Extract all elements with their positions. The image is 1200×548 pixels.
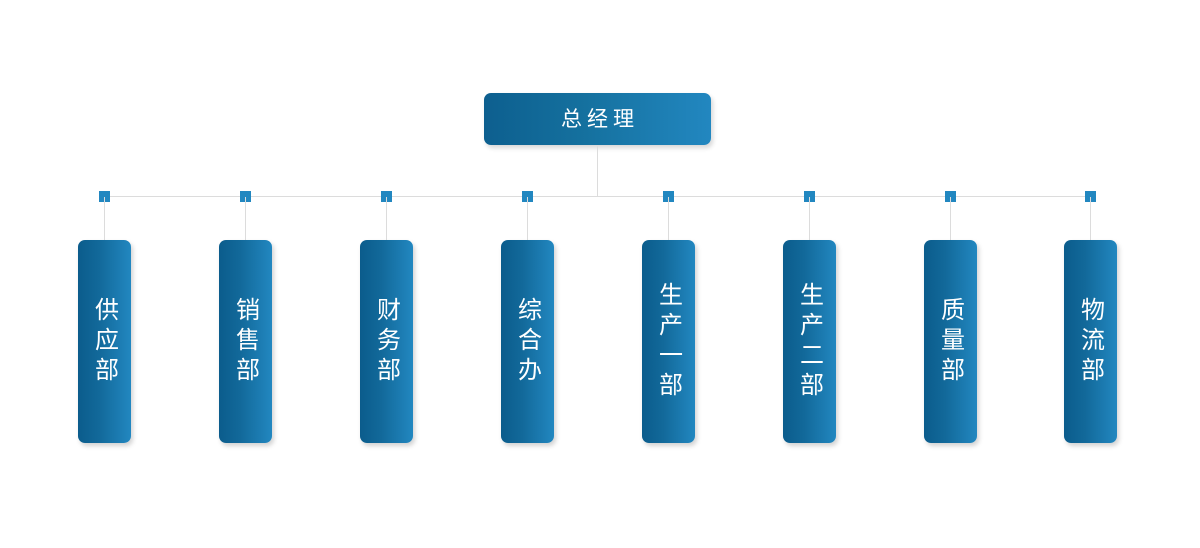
- node-department-4[interactable]: 综合办: [501, 240, 554, 443]
- node-department-1-label: 供应部: [90, 296, 119, 387]
- node-department-5[interactable]: 生产一部: [642, 240, 695, 443]
- node-department-2-label: 销售部: [231, 296, 260, 387]
- junction-marker-2: [240, 191, 251, 202]
- node-department-7[interactable]: 质量部: [924, 240, 977, 443]
- connector-drop-7: [950, 197, 951, 240]
- node-department-7-label: 质量部: [936, 296, 965, 387]
- junction-marker-3: [381, 191, 392, 202]
- node-department-3-label: 财务部: [372, 296, 401, 387]
- junction-marker-5: [663, 191, 674, 202]
- node-department-3[interactable]: 财务部: [360, 240, 413, 443]
- junction-marker-1: [99, 191, 110, 202]
- node-department-1[interactable]: 供应部: [78, 240, 131, 443]
- node-general-manager[interactable]: 总经理: [484, 93, 711, 145]
- node-department-5-label: 生产一部: [654, 281, 683, 402]
- connector-horizontal-bus: [100, 196, 1090, 197]
- node-department-8[interactable]: 物流部: [1064, 240, 1117, 443]
- node-general-manager-label: 总经理: [561, 106, 639, 131]
- junction-marker-6: [804, 191, 815, 202]
- connector-drop-3: [386, 197, 387, 240]
- node-department-8-label: 物流部: [1076, 296, 1105, 387]
- junction-marker-8: [1085, 191, 1096, 202]
- junction-marker-7: [945, 191, 956, 202]
- node-department-4-label: 综合办: [513, 296, 542, 387]
- connector-drop-5: [668, 197, 669, 240]
- connector-drop-8: [1090, 197, 1091, 240]
- connector-drop-1: [104, 197, 105, 240]
- junction-marker-4: [522, 191, 533, 202]
- node-department-6-label: 生产二部: [795, 281, 824, 402]
- node-department-6[interactable]: 生产二部: [783, 240, 836, 443]
- connector-root-stem: [597, 145, 598, 197]
- connector-drop-2: [245, 197, 246, 240]
- connector-drop-6: [809, 197, 810, 240]
- connector-drop-4: [527, 197, 528, 240]
- node-department-2[interactable]: 销售部: [219, 240, 272, 443]
